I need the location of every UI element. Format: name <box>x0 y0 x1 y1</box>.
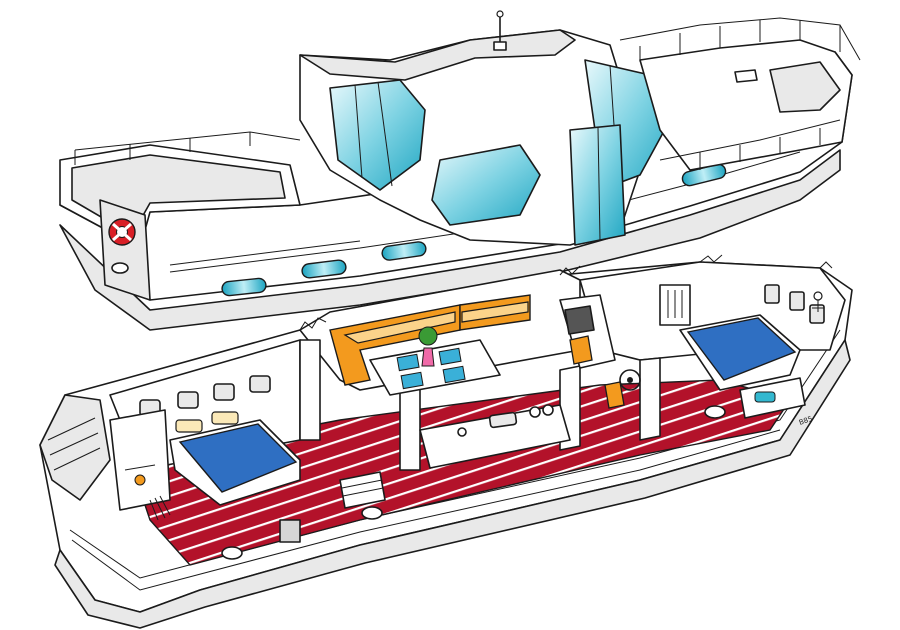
aft-cabin-lockers <box>139 375 271 433</box>
saloon-toilet-icon <box>361 506 383 520</box>
aft-cabinet <box>279 519 301 543</box>
forward-double-bed <box>679 314 801 391</box>
forward-lockers <box>659 284 825 326</box>
porthole <box>301 259 347 279</box>
forward-bathroom <box>704 291 824 419</box>
lower-deck-interior: B85 <box>39 254 853 629</box>
aft-mattress <box>178 423 298 493</box>
upper-hull-shadow <box>59 149 841 331</box>
lower-hull-band <box>54 339 851 629</box>
helm-station <box>559 294 641 409</box>
stern-transom <box>99 199 151 301</box>
porthole <box>221 277 267 297</box>
saloon-table <box>369 326 501 396</box>
forward-mattress <box>686 317 797 381</box>
transom-porthole <box>111 262 129 274</box>
steering-wheel-icon <box>619 369 641 391</box>
plant-icon <box>418 326 438 346</box>
cabin-door <box>569 124 626 246</box>
side-windscreen <box>329 79 426 191</box>
cabin-floor <box>129 379 792 566</box>
saloon-sofa <box>329 294 531 386</box>
bow-rail <box>619 17 861 62</box>
fore-deck-seat <box>769 61 841 113</box>
forward-basin-icon <box>754 391 776 403</box>
galley-counter <box>419 404 571 469</box>
cutaway-edge <box>299 254 833 331</box>
forward-toilet-icon <box>704 405 726 419</box>
helm-seat <box>569 335 593 365</box>
shower-head-icon <box>134 474 146 486</box>
placemat <box>400 371 424 390</box>
sink-icon <box>488 411 518 429</box>
placemat <box>442 365 466 384</box>
cabin-door-glass <box>431 144 541 226</box>
mast-icon <box>493 10 507 51</box>
placemat <box>438 347 462 366</box>
helm-seat-2 <box>604 381 625 409</box>
aft-rail <box>74 131 301 165</box>
porthole <box>381 241 427 261</box>
aft-toilet-icon <box>221 546 243 560</box>
upper-deck-superstructure <box>59 10 861 331</box>
stove-icon <box>529 406 541 418</box>
vase-icon <box>421 347 435 367</box>
aft-bathroom <box>109 409 301 560</box>
fore-deck-hatch <box>734 69 758 83</box>
upper-portholes <box>221 163 727 297</box>
companionway-stairs <box>339 471 386 520</box>
aft-double-bed <box>169 419 301 506</box>
placemat <box>396 353 420 372</box>
swim-platform <box>39 394 111 501</box>
